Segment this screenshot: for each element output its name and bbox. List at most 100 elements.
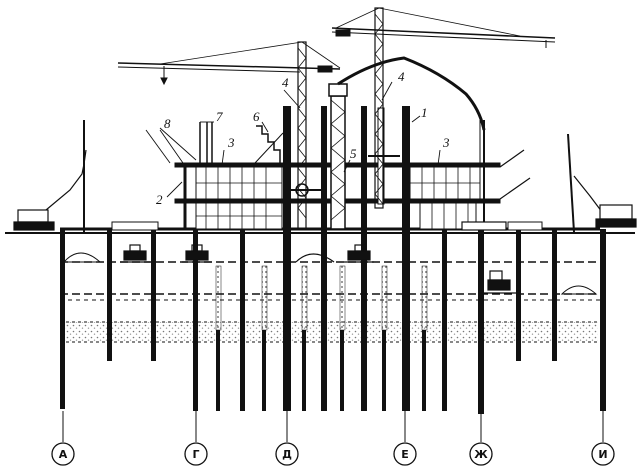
pile xyxy=(442,229,447,411)
crane-hook xyxy=(160,77,168,86)
truck xyxy=(507,221,543,231)
pile xyxy=(422,330,426,411)
pile xyxy=(382,330,386,411)
callout-8: 8 xyxy=(164,116,171,131)
callout-1: 1 xyxy=(421,105,428,120)
axis-marker-a: А xyxy=(51,411,75,466)
scaffold-struts xyxy=(199,122,213,163)
core-slab-lower xyxy=(282,198,411,204)
concrete-pile xyxy=(381,265,388,331)
callout-4b: 4 xyxy=(398,69,405,84)
leader-5 xyxy=(343,159,351,173)
pile xyxy=(107,229,112,361)
left-wing-floor-slab-upper xyxy=(174,162,286,168)
leader-8b xyxy=(159,129,184,164)
drill-tracks xyxy=(595,218,637,228)
bulldozer-icon xyxy=(120,244,150,263)
pile xyxy=(478,229,484,414)
callout-3b: 3 xyxy=(442,135,450,150)
concrete-pile xyxy=(339,265,346,331)
drill-boom xyxy=(573,175,603,213)
right-wing-mullions xyxy=(410,167,480,229)
axis-marker-g: Г xyxy=(184,411,208,466)
callout-labels: 1 2 3 3 4 4 5 6 7 8 xyxy=(156,69,450,207)
callout-4a: 4 xyxy=(282,75,289,90)
grid-axis-markers: А Г Д Е Ж И xyxy=(51,411,615,466)
pile xyxy=(151,229,156,361)
pile xyxy=(340,330,344,411)
callout-3a: 3 xyxy=(227,135,235,150)
axis-label-e: Е xyxy=(401,448,409,461)
pile xyxy=(262,330,266,411)
pile xyxy=(240,229,245,411)
drill-rig-icon xyxy=(567,133,637,233)
excavator-tracks xyxy=(13,221,55,231)
pump-boom-arm xyxy=(337,56,486,131)
leader-1 xyxy=(411,115,421,123)
leader-8c xyxy=(145,129,171,164)
pile xyxy=(60,229,65,409)
pump-truck xyxy=(461,221,507,231)
tower-crane-right xyxy=(331,7,556,209)
concrete-pile xyxy=(301,265,308,331)
building-left-wing xyxy=(174,122,286,230)
pile xyxy=(402,106,410,411)
leader-4a xyxy=(283,89,301,109)
lift-shaft xyxy=(330,95,346,230)
pile xyxy=(321,106,327,411)
crane-tie xyxy=(378,7,521,37)
callout-7: 7 xyxy=(216,109,223,124)
truck xyxy=(111,221,159,231)
right-wing-slope-brace-2 xyxy=(499,177,531,200)
axis-label-zh: Ж xyxy=(474,448,488,461)
crane-jib xyxy=(331,27,556,39)
crane-jib-lower xyxy=(117,66,301,73)
soil-heap-center xyxy=(295,253,335,263)
crane-counterweight xyxy=(317,65,333,73)
pile xyxy=(302,330,306,411)
callout-2: 2 xyxy=(156,192,163,207)
excavator-body xyxy=(17,209,49,223)
axis-marker-zh: Ж xyxy=(469,414,493,466)
lift-shaft-lattice xyxy=(330,99,346,221)
left-wing-mullions xyxy=(196,167,282,229)
crane-mast-lattice xyxy=(297,47,307,219)
leader-6 xyxy=(261,121,269,133)
callout-leaders xyxy=(145,81,441,198)
leader-2 xyxy=(166,181,183,198)
concrete-pump-boom xyxy=(337,56,507,231)
pile xyxy=(516,229,521,361)
crane-tie-2 xyxy=(301,41,341,69)
bulldozer-icon xyxy=(344,244,374,263)
concrete-pile xyxy=(215,265,222,331)
drill-body xyxy=(599,204,633,220)
ground-layers xyxy=(5,227,635,343)
concrete-pile xyxy=(261,265,268,331)
axis-label-d: Д xyxy=(282,448,292,461)
concrete-pile xyxy=(421,265,428,331)
crane-mast-lattice xyxy=(374,13,384,205)
pile xyxy=(283,106,291,411)
building-right-wing xyxy=(404,149,531,230)
crane-tie xyxy=(159,41,303,65)
crane-jib-lower xyxy=(331,31,556,43)
axis-label-g: Г xyxy=(192,448,199,461)
soil-mound-left xyxy=(62,252,102,263)
stair-diagonal xyxy=(254,132,284,164)
right-wing-floor-slab-upper xyxy=(404,162,501,168)
leader-8a xyxy=(159,127,197,161)
pile xyxy=(600,229,606,411)
piles xyxy=(60,106,606,414)
crane-counterweight xyxy=(335,29,351,37)
callout-6: 6 xyxy=(253,109,260,124)
underground-machinery xyxy=(120,244,516,294)
leader-3a xyxy=(221,149,225,166)
tower-crane-left xyxy=(117,41,341,230)
axis-marker-i: И xyxy=(591,411,615,466)
axis-label-i: И xyxy=(598,448,607,461)
pile xyxy=(193,229,198,411)
callout-5: 5 xyxy=(350,146,357,161)
right-wing-slope-brace xyxy=(499,149,525,168)
axis-label-a: А xyxy=(59,448,68,461)
